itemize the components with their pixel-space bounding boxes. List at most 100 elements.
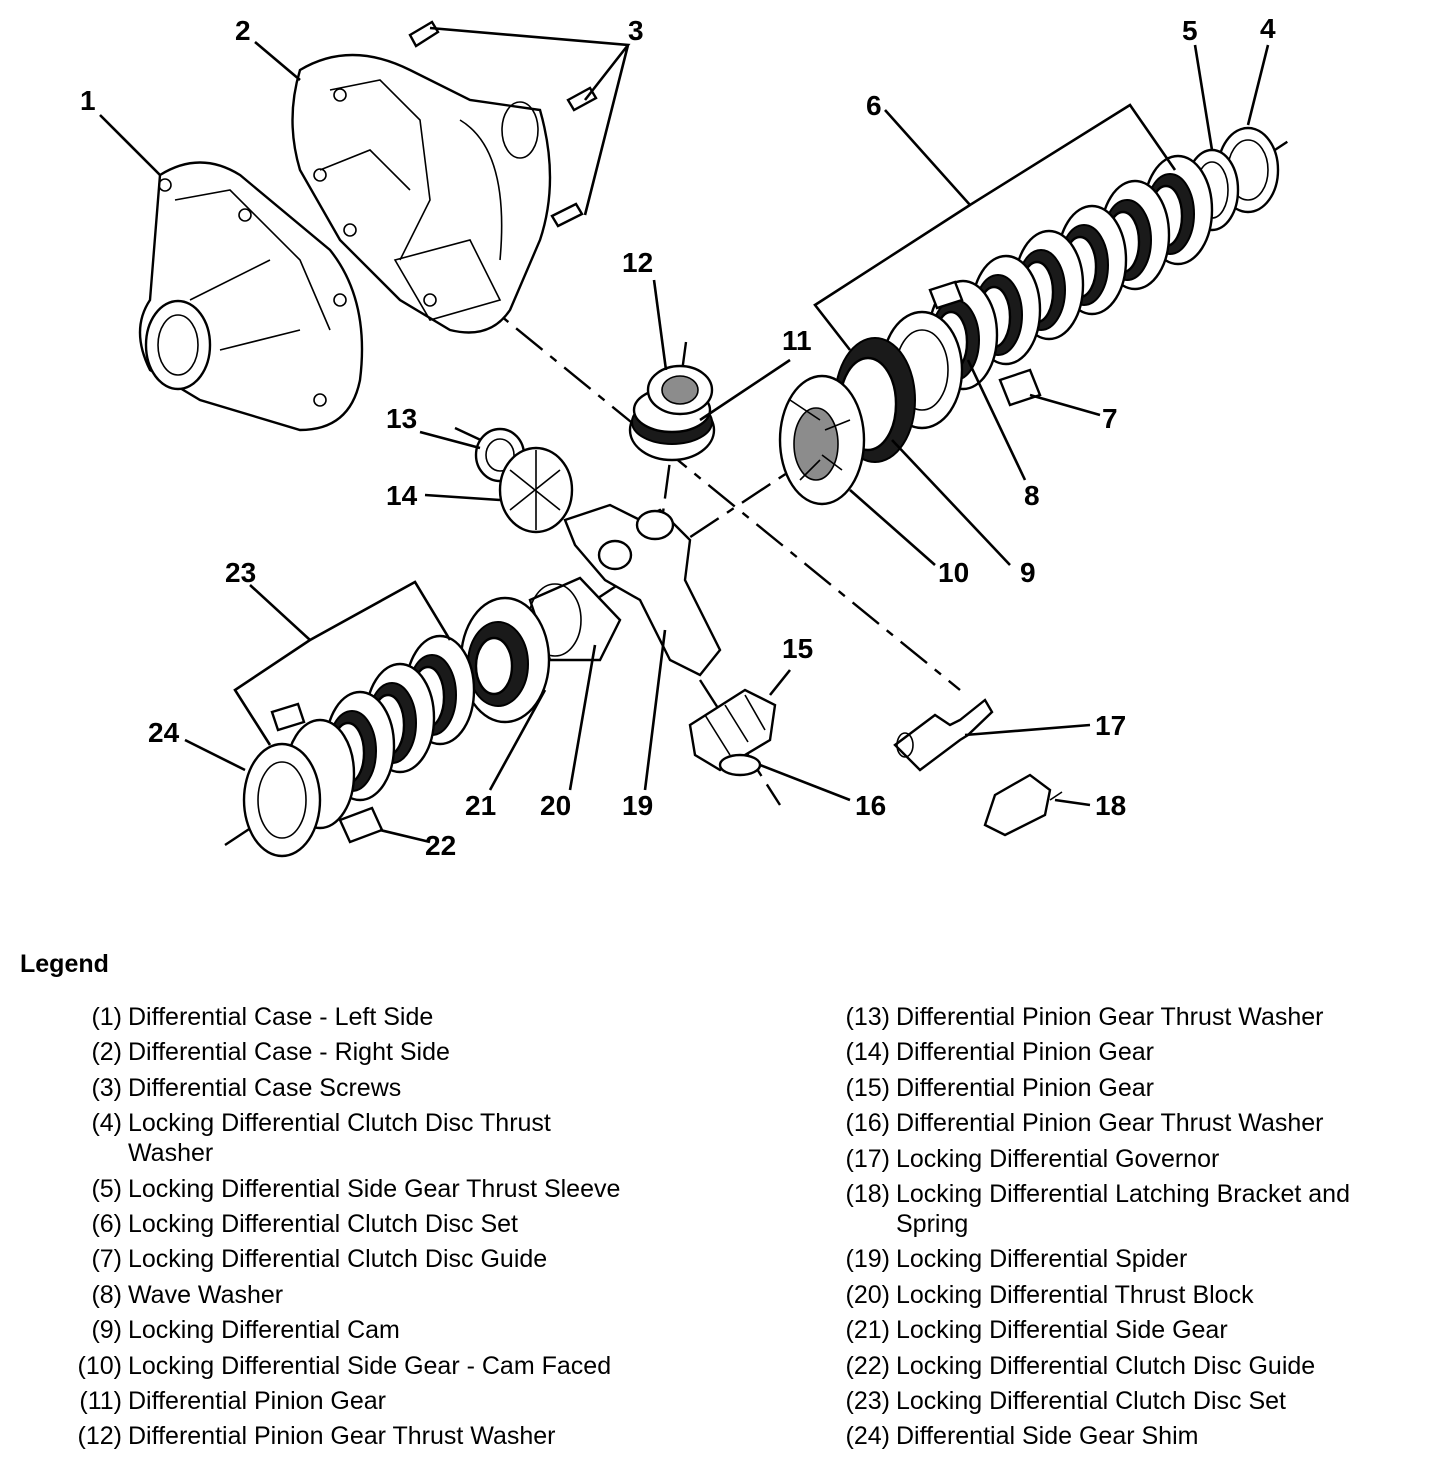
lower-pinion-thrust-washer bbox=[718, 753, 762, 777]
callout-6: 6 bbox=[866, 90, 882, 121]
legend-item: (6)Locking Differential Clutch Disc Set bbox=[60, 1209, 760, 1239]
legend-item-number: (14) bbox=[845, 1038, 890, 1067]
legend-item-text: Locking Differential Thrust Block bbox=[896, 1280, 1254, 1309]
legend-item: (13)Differential Pinion Gear Thrust Wash… bbox=[812, 1002, 1442, 1032]
locking-governor bbox=[893, 698, 994, 772]
legend-item-number: (18) bbox=[845, 1179, 890, 1208]
lower-pinion-gear bbox=[688, 688, 777, 777]
legend-item-text: Locking Differential Clutch Disc Thrust … bbox=[128, 1109, 551, 1168]
callout-12: 12 bbox=[622, 247, 653, 278]
legend-item: (15)Differential Pinion Gear bbox=[812, 1073, 1442, 1103]
legend-item-text: Differential Pinion Gear Thrust Washer bbox=[128, 1422, 556, 1451]
legend-item-number: (9) bbox=[91, 1316, 122, 1345]
callout-2: 2 bbox=[235, 15, 251, 46]
case-axis-line bbox=[419, 249, 961, 691]
legend-item-text: Differential Side Gear Shim bbox=[896, 1422, 1199, 1451]
legend-item-text: Wave Washer bbox=[128, 1280, 284, 1309]
legend-item-text: Differential Pinion Gear Thrust Washer bbox=[896, 1109, 1324, 1138]
callout-23: 23 bbox=[225, 557, 256, 588]
legend-item-number: (19) bbox=[845, 1245, 890, 1274]
callout-9: 9 bbox=[1020, 557, 1036, 588]
legend-item-number: (24) bbox=[845, 1422, 890, 1451]
legend-item-number: (11) bbox=[79, 1386, 122, 1415]
callout-17: 17 bbox=[1095, 710, 1126, 741]
legend-item-text: Differential Case - Left Side bbox=[128, 1003, 434, 1031]
legend-item-text: Locking Differential Cam bbox=[128, 1316, 400, 1345]
callout-21: 21 bbox=[465, 790, 496, 821]
legend-item-number: (3) bbox=[91, 1073, 122, 1102]
legend-item: (11)Differential Pinion Gear bbox=[60, 1386, 760, 1416]
legend-item-number: (5) bbox=[91, 1174, 122, 1203]
legend-item-text: Locking Differential Clutch Disc Guide bbox=[896, 1351, 1316, 1380]
lower-side-gear bbox=[459, 596, 551, 724]
legend-item: (4)Locking Differential Clutch Disc Thru… bbox=[60, 1108, 760, 1168]
callout-11: 11 bbox=[782, 325, 812, 356]
legend-item-number: (13) bbox=[845, 1003, 890, 1031]
lower-clutch-disc-set bbox=[284, 634, 476, 830]
legend-item: (21)Locking Differential Side Gear bbox=[812, 1315, 1442, 1345]
legend-item-text: Differential Case Screws bbox=[128, 1073, 402, 1102]
legend-item: (10)Locking Differential Side Gear - Cam… bbox=[60, 1351, 760, 1381]
callout-14: 14 bbox=[386, 480, 418, 511]
upper-guide-cam-gear bbox=[778, 280, 1042, 506]
legend-item: (7)Locking Differential Clutch Disc Guid… bbox=[60, 1244, 760, 1274]
legend-item: (5)Locking Differential Side Gear Thrust… bbox=[60, 1174, 760, 1204]
upper-pinion-gear bbox=[628, 364, 716, 462]
legend-item: (9)Locking Differential Cam bbox=[60, 1315, 760, 1345]
legend-item: (23)Locking Differential Clutch Disc Set bbox=[812, 1386, 1442, 1416]
legend-item-number: (22) bbox=[845, 1351, 890, 1380]
callout-22: 22 bbox=[425, 830, 456, 861]
callout-20: 20 bbox=[540, 790, 571, 821]
legend-item-text: Differential Case - Right Side bbox=[128, 1038, 450, 1067]
legend-item: (16)Differential Pinion Gear Thrust Wash… bbox=[812, 1108, 1442, 1138]
legend-item: (19)Locking Differential Spider bbox=[812, 1244, 1442, 1274]
legend-item-text: Locking Differential Governor bbox=[896, 1144, 1220, 1173]
callout-5: 5 bbox=[1182, 15, 1198, 46]
legend-item-text: Locking Differential Clutch Disc Set bbox=[128, 1209, 518, 1238]
legend-item-text: Differential Pinion Gear bbox=[896, 1038, 1155, 1067]
legend-item: (17)Locking Differential Governor bbox=[812, 1144, 1442, 1174]
callout-4: 4 bbox=[1260, 13, 1276, 44]
legend-right-column: (13) Differential Pinion Gear Thrust Wash… bbox=[812, 1002, 1442, 1457]
legend-item: (2)Differential Case - Right Side bbox=[60, 1037, 760, 1067]
legend-title: Legend bbox=[20, 950, 109, 978]
callout-10: 10 bbox=[938, 557, 969, 588]
legend-item-number: (23) bbox=[845, 1386, 890, 1415]
lower-clutch-disc-guide bbox=[338, 806, 384, 844]
legend-item: (20)Locking Differential Thrust Block bbox=[812, 1280, 1442, 1310]
legend: Legend (1)Differential Case - Left Side … bbox=[0, 944, 1456, 1458]
legend-item-number: (17) bbox=[845, 1144, 890, 1173]
callout-1: 1 bbox=[80, 85, 96, 116]
clutch-disc-guide bbox=[998, 368, 1042, 407]
legend-item-number: (8) bbox=[91, 1280, 122, 1309]
callout-8: 8 bbox=[1024, 480, 1040, 511]
leader-lines bbox=[99, 26, 1270, 844]
callout-16: 16 bbox=[855, 790, 886, 821]
callout-13: 13 bbox=[386, 403, 417, 434]
locking-spider bbox=[563, 503, 722, 677]
callout-7: 7 bbox=[1102, 403, 1118, 434]
callout-3: 3 bbox=[628, 15, 644, 46]
legend-item-text: Locking Differential Clutch Disc Set bbox=[896, 1386, 1286, 1415]
legend-item-text: Locking Differential Spider bbox=[896, 1245, 1188, 1274]
callout-numbers: 1 2 3 4 5 6 7 8 9 10 11 12 13 14 15 16 1… bbox=[80, 13, 1276, 861]
legend-item: (18)Locking Differential Latching Bracke… bbox=[812, 1179, 1442, 1239]
exploded-view-diagram: 1 2 3 4 5 6 7 8 9 10 11 12 13 14 15 16 1… bbox=[80, 13, 1291, 861]
legend-item-text: Locking Differential Clutch Disc Guide bbox=[128, 1245, 548, 1274]
legend-item-number: (6) bbox=[91, 1209, 122, 1238]
legend-item-number: (15) bbox=[845, 1073, 890, 1102]
legend-item-number: (7) bbox=[91, 1245, 122, 1274]
latching-bracket-and-spring bbox=[983, 773, 1052, 837]
legend-item-number: (1) bbox=[91, 1003, 122, 1031]
lower-guide-and-shim bbox=[242, 702, 384, 858]
legend-item-text: Locking Differential Side Gear Thrust Sl… bbox=[128, 1174, 621, 1203]
governor-and-bracket bbox=[893, 698, 1063, 837]
legend-item: (12)Differential Pinion Gear Thrust Wash… bbox=[60, 1421, 760, 1451]
legend-item: (22)Locking Differential Clutch Disc Gui… bbox=[812, 1351, 1442, 1381]
left-side-case bbox=[138, 161, 364, 432]
side-gear-shim bbox=[242, 742, 322, 858]
callout-18: 18 bbox=[1095, 790, 1126, 821]
legend-item-text: Differential Pinion Gear bbox=[128, 1386, 387, 1415]
legend-item: (1)Differential Case - Left Side bbox=[60, 1002, 760, 1032]
upper-clutch-disc-set bbox=[927, 154, 1214, 391]
